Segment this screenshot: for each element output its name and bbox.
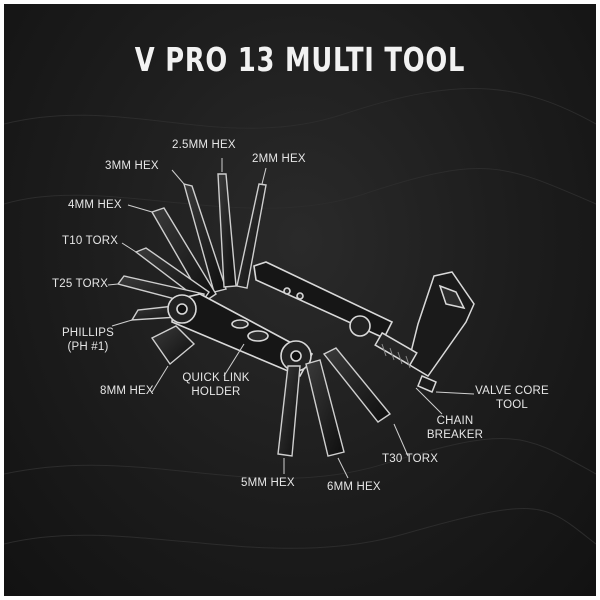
chain-breaker-assembly xyxy=(374,271,475,393)
quick-link-slot-2 xyxy=(231,319,249,329)
multi-tool-illustration xyxy=(4,88,596,549)
quick-link-slot-1 xyxy=(247,330,269,342)
label-t10-torx: T10 TORX xyxy=(62,235,119,247)
label-6mm-hex: 6MM HEX xyxy=(327,481,381,493)
label-valve-core-line-2: TOOL xyxy=(496,399,528,411)
leader-2mm-hex xyxy=(261,167,267,185)
bit-t30-torx xyxy=(322,347,392,423)
label-2-5mm-hex: 2.5MM HEX xyxy=(172,139,236,151)
background-contours xyxy=(4,88,596,549)
label-quick-link-line-2: HOLDER xyxy=(191,386,241,398)
label-valve-core-line-1: VALVE CORE xyxy=(475,385,549,397)
label-phillips: PHILLIPS (PH #1) xyxy=(56,326,120,354)
label-chain-breaker-line-2: BREAKER xyxy=(426,429,484,441)
leader-3mm-hex xyxy=(171,169,185,185)
bit-3mm-hex xyxy=(183,183,227,293)
label-phillips-line-1: PHILLIPS xyxy=(61,327,115,339)
leader-phillips xyxy=(111,319,133,327)
bit-6mm-hex xyxy=(305,359,345,457)
label-phillips-line-2: (PH #1) xyxy=(67,341,109,353)
bit-t10-torx xyxy=(134,247,210,303)
leader-lines xyxy=(107,158,475,479)
label-quick-link-holder: QUICK LINK HOLDER xyxy=(176,371,256,399)
label-valve-core-tool: VALVE CORE TOOL xyxy=(470,384,554,412)
bit-4mm-hex xyxy=(150,207,217,303)
label-3mm-hex: 3MM HEX xyxy=(105,160,159,172)
leader-valve-core xyxy=(435,391,475,395)
upper-side-plate xyxy=(253,261,394,340)
tool-body xyxy=(167,261,394,378)
leader-t30-torx xyxy=(393,423,409,457)
label-5mm-hex: 5MM HEX xyxy=(241,477,295,489)
label-t30-torx: T30 TORX xyxy=(382,453,439,465)
label-8mm-hex: 8MM HEX xyxy=(100,385,154,397)
valve-core-tip xyxy=(417,375,437,393)
chain-breaker-screw xyxy=(374,331,418,367)
leader-6mm-hex xyxy=(337,457,349,479)
label-4mm-hex: 4MM HEX xyxy=(68,199,122,211)
label-quick-link-line-1: QUICK LINK xyxy=(182,372,250,384)
diagram-title: V PRO 13 MULTI TOOL xyxy=(134,40,466,79)
label-t25-torx: T25 TORX xyxy=(52,278,109,290)
bit-2mm-hex xyxy=(236,183,267,289)
leader-chain-breaker xyxy=(415,387,443,415)
bit-5mm-hex xyxy=(277,365,301,457)
diagram-frame: V PRO 13 MULTI TOOL xyxy=(4,4,596,596)
lower-bits xyxy=(277,347,392,457)
leader-8mm-hex xyxy=(151,365,169,393)
label-chain-breaker: CHAIN BREAKER xyxy=(420,414,490,442)
leader-t10-torx xyxy=(121,242,137,253)
bit-8mm-hex xyxy=(150,325,196,366)
label-chain-breaker-line-1: CHAIN xyxy=(436,415,474,427)
bit-2-5mm-hex xyxy=(217,173,237,288)
label-2mm-hex: 2MM HEX xyxy=(252,153,306,165)
leader-quick-link xyxy=(223,343,245,377)
leader-4mm-hex xyxy=(127,204,153,213)
leader-t25-torx xyxy=(107,283,119,286)
